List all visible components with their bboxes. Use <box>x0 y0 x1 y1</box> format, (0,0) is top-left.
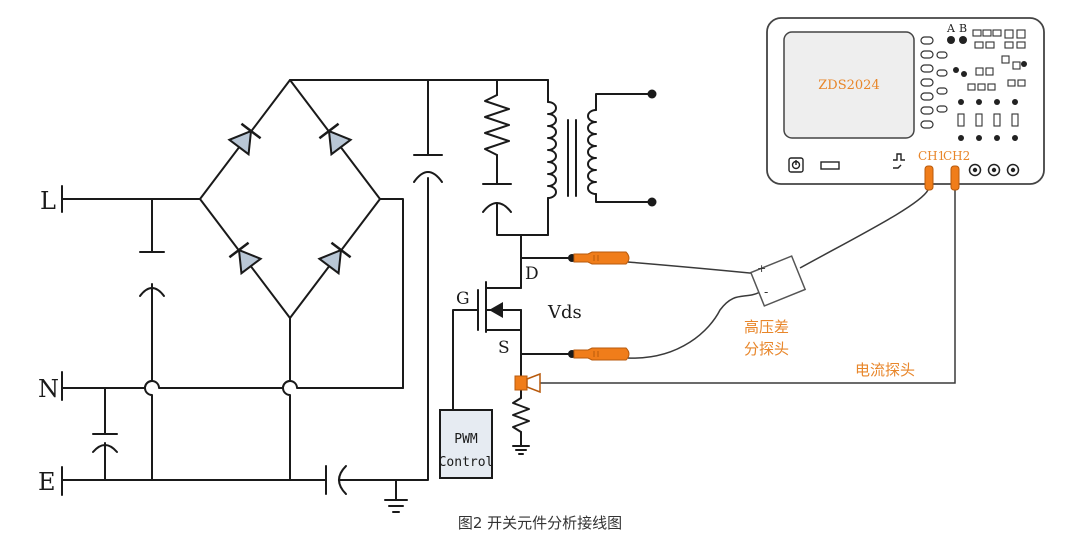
figure-caption: 图2 开关元件分析接线图 <box>458 514 622 532</box>
diff-probe-plus-label: + <box>757 262 766 275</box>
scope-screen <box>783 31 915 139</box>
mosfet <box>452 234 522 411</box>
diode-icon <box>318 122 353 157</box>
mains-wiring <box>61 177 429 496</box>
terminal-n-label: N <box>38 375 59 403</box>
scope-key-a: A <box>946 22 956 35</box>
ch1-label: CH1 <box>918 149 945 163</box>
current-probe-clamp-icon <box>514 372 541 394</box>
gate-label: G <box>456 289 470 309</box>
sense-resistor <box>512 381 530 455</box>
snubber-transformer <box>482 79 657 236</box>
probe-comp-icon <box>893 153 905 169</box>
scope-model-label: ZDS2024 <box>818 78 879 93</box>
pwm-label: PWM <box>454 432 478 447</box>
differential-probe-box <box>749 255 807 307</box>
source-probe <box>573 347 630 361</box>
usb-port-icon <box>820 161 840 170</box>
power-button-icon <box>788 157 804 173</box>
current-probe-label: 电流探头 <box>855 361 915 379</box>
dc-bus <box>289 79 549 183</box>
diode-icon <box>228 241 263 276</box>
diff-probe-label-line1: 高压差 <box>744 318 789 336</box>
drain-label: D <box>525 264 539 284</box>
bridge-rectifier <box>199 79 381 319</box>
scope-control-panel <box>947 29 1027 177</box>
scope-key-b: B <box>959 22 967 35</box>
source-label: S <box>498 338 510 358</box>
ground-icon <box>384 479 408 513</box>
ch2-connector <box>950 165 960 191</box>
drain-probe <box>573 251 630 265</box>
ch2-label: CH2 <box>943 149 970 163</box>
diode-icon <box>317 241 352 276</box>
pwm-control-label: Control <box>439 455 494 470</box>
vds-label: Vds <box>547 302 582 323</box>
ch1-connector <box>924 165 934 191</box>
pwm-control-box <box>439 409 493 479</box>
oscilloscope <box>766 17 1045 191</box>
scope-softkey-icons <box>920 36 948 129</box>
diode-icon <box>227 122 262 157</box>
terminal-l-label: L <box>40 187 56 215</box>
diff-probe-minus-label: - <box>764 285 768 299</box>
terminal-e-label: E <box>38 468 56 496</box>
diff-probe-label-line2: 分探头 <box>744 340 789 358</box>
